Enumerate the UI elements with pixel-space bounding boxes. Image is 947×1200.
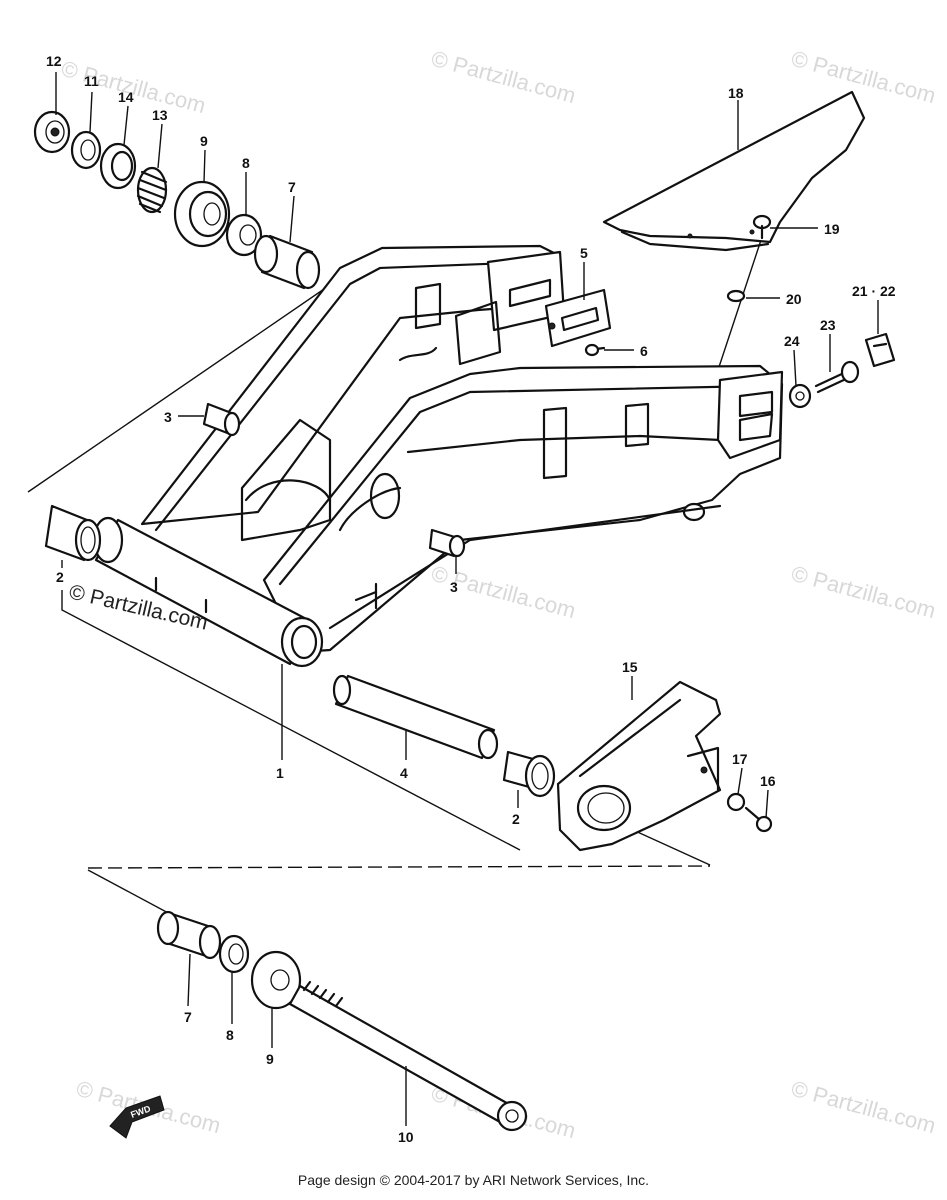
part-1-swingarm (92, 244, 784, 668)
callout-23: 23 (820, 317, 836, 333)
forward-arrow-icon: FWD (109, 1095, 165, 1139)
callout-13: 13 (152, 107, 168, 123)
callout-10: 10 (398, 1129, 414, 1145)
callout-9: 9 (200, 133, 208, 149)
callout-3: 3 (450, 579, 458, 595)
part-8-washer (218, 934, 250, 974)
part-23-bolt (814, 360, 860, 394)
callout-17: 17 (732, 751, 748, 767)
part-11-washer (70, 130, 102, 170)
part-7-bushing (253, 234, 321, 290)
part-9-collar (173, 180, 231, 248)
part-19-bolt (752, 214, 772, 240)
part-3-bushing (202, 402, 241, 437)
watermark: © Partzilla.com (59, 56, 209, 119)
callout-12: 12 (46, 53, 62, 69)
part-9-collar (250, 950, 302, 1010)
watermark: © Partzilla.com (789, 46, 939, 109)
callout-2: 2 (512, 811, 520, 827)
callout-7: 7 (288, 179, 296, 195)
callout-6: 6 (640, 343, 648, 359)
part-2-bearing (502, 750, 556, 798)
part-17-collar (726, 792, 746, 812)
callout-8: 8 (242, 155, 250, 171)
watermark: © Partzilla.com (789, 561, 939, 624)
callout-16: 16 (760, 773, 776, 789)
watermark: © Partzilla.com (429, 46, 579, 109)
page-footer: Page design © 2004-2017 by ARI Network S… (297, 1172, 650, 1188)
callout-11: 11 (84, 73, 99, 89)
callout-8: 8 (226, 1027, 234, 1043)
callout-14: 14 (118, 89, 134, 105)
callout-24: 24 (784, 333, 800, 349)
leader-lines (55, 72, 879, 1126)
part-13-spring (136, 166, 168, 214)
callout-1: 1 (276, 765, 284, 781)
part-12-nut (33, 110, 71, 154)
part-15-chain-adjuster (556, 680, 722, 852)
part-3-bushing (428, 528, 466, 558)
part-16-bolt (744, 806, 773, 833)
watermark: © Partzilla.com (789, 1076, 939, 1139)
callout-18: 18 (728, 85, 744, 101)
callout-3: 3 (164, 409, 172, 425)
part-7-bushing (156, 910, 222, 960)
callout-4: 4 (400, 765, 408, 781)
callout-9: 9 (266, 1051, 274, 1067)
callout-19: 19 (824, 221, 840, 237)
assembly-lines (27, 236, 763, 916)
part-14-bearing (99, 142, 137, 190)
part-4-spacer (332, 674, 499, 760)
part-21-22-clip (864, 332, 896, 368)
callout-15: 15 (622, 659, 638, 675)
callout-20: 20 (786, 291, 802, 307)
callout-7: 7 (184, 1009, 192, 1025)
callout-5: 5 (580, 245, 588, 261)
part-24-nut (788, 383, 812, 409)
callout-2: 2 (56, 569, 64, 585)
part-10-pivot-shaft (288, 980, 528, 1132)
callout-21-22: 21 · 22 (852, 283, 896, 299)
part-18-chain-guard (602, 90, 866, 252)
part-6-bolt (584, 343, 606, 357)
part-8-washer (225, 213, 263, 257)
callouts: 12 11 14 13 9 8 7 18 19 5 6 20 21 · 22 2… (46, 53, 896, 1145)
part-2-bearing (44, 504, 102, 562)
part-20-washer (726, 289, 746, 303)
